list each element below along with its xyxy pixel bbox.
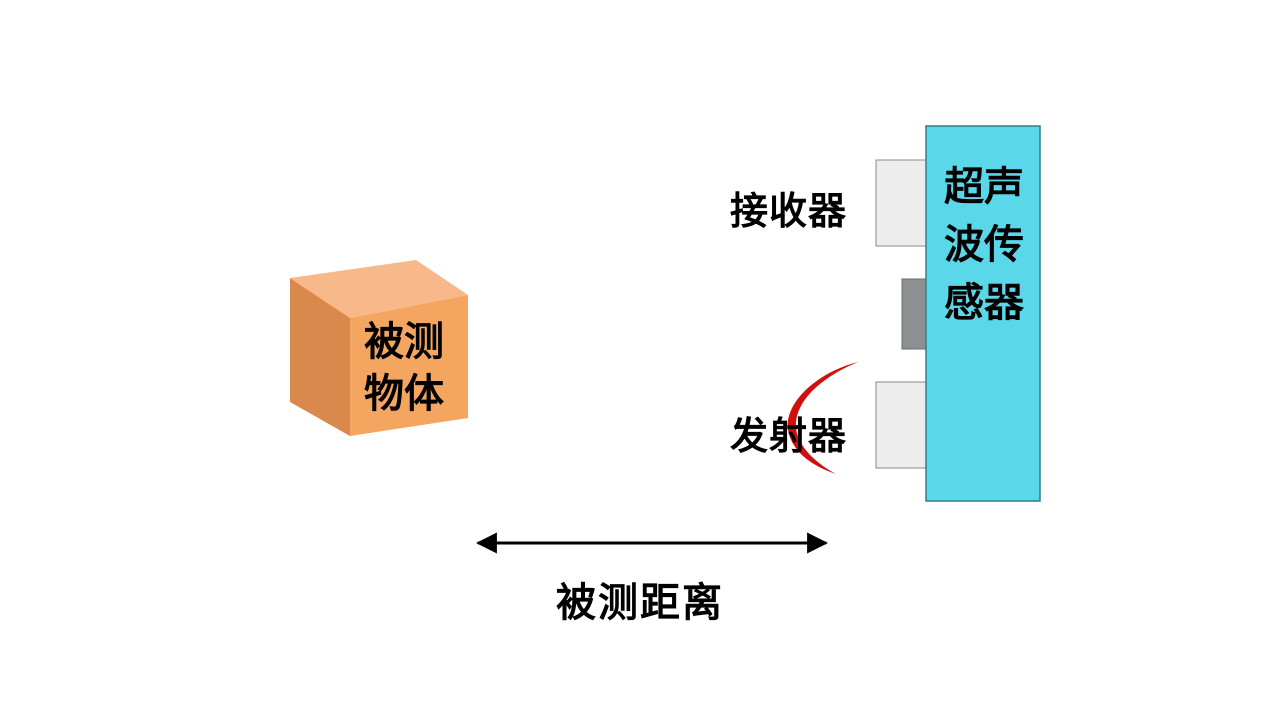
cube-top-face	[290, 260, 468, 318]
cube-front-face	[350, 295, 468, 436]
cube-side-face	[290, 278, 350, 436]
sensor-label: 超声波传感器	[944, 164, 1024, 326]
receiver-label: 接收器	[730, 189, 848, 233]
emitter-transducer	[875, 381, 929, 469]
object-label: 被测物体	[364, 319, 444, 417]
distance-label: 被测距离	[556, 580, 724, 626]
measured-object-cube	[290, 260, 468, 436]
emitter-label: 发射器	[730, 414, 848, 458]
ultrasonic-sensor	[875, 125, 1041, 502]
receiver-transducer	[875, 159, 929, 247]
sensor-body	[925, 125, 1041, 502]
